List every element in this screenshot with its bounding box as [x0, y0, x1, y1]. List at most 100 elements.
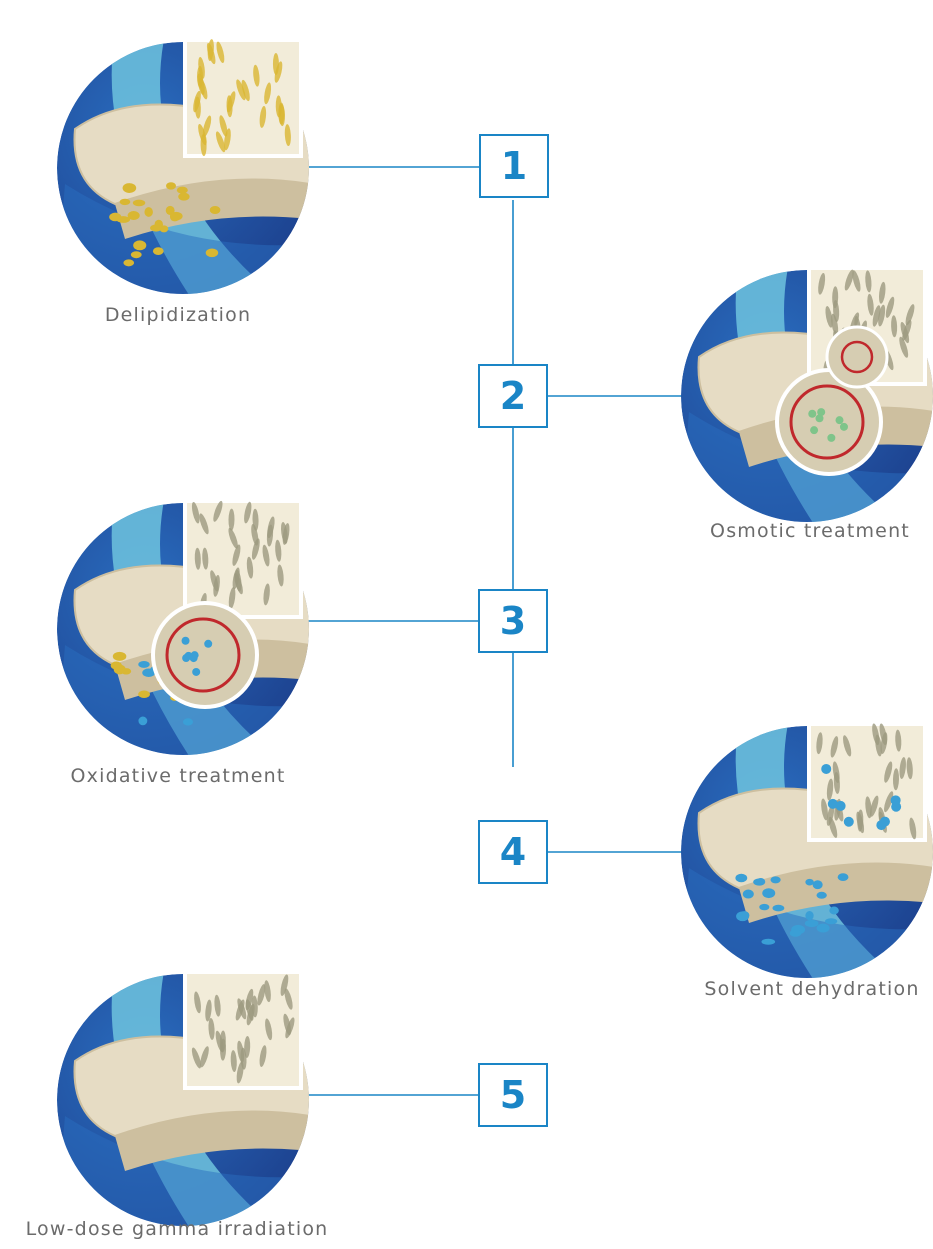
step-label-3: Oxidative treatment — [70, 765, 286, 787]
trabecula — [265, 1018, 273, 1041]
trabecula — [253, 64, 260, 87]
particle — [825, 918, 838, 925]
water-droplet — [827, 798, 838, 809]
trabecula — [284, 988, 293, 1010]
particle — [123, 259, 135, 267]
trabecula — [264, 980, 271, 1003]
trabecula — [275, 539, 282, 562]
particle — [804, 919, 819, 928]
cell-ring — [165, 617, 241, 693]
trabecula — [200, 1046, 209, 1068]
trabecula — [274, 61, 283, 83]
light-sweep — [735, 726, 909, 978]
step-number-3: 3 — [478, 589, 548, 653]
trabecula — [905, 304, 915, 326]
trabecula — [214, 994, 221, 1017]
step-label-2: Osmotic treatment — [710, 520, 910, 542]
trabecula — [226, 91, 236, 113]
trabecula — [821, 798, 828, 821]
particle — [759, 903, 770, 911]
cell-ring — [789, 384, 865, 460]
particle — [152, 247, 164, 255]
microstructure-inset — [183, 499, 303, 619]
trabecula — [899, 336, 909, 358]
microstructure-inset — [183, 970, 303, 1090]
particle — [176, 186, 188, 194]
trabecula — [865, 270, 872, 293]
cell-particle — [808, 409, 817, 418]
trabecula — [245, 988, 254, 1011]
magnifier — [151, 601, 259, 709]
trabecula — [213, 500, 223, 522]
particle — [812, 880, 823, 890]
trabecula — [194, 991, 201, 1014]
small-cell-ring — [840, 340, 874, 374]
trabecula — [833, 771, 840, 794]
trabecula — [237, 998, 247, 1020]
trabecula — [852, 270, 861, 292]
particle — [805, 878, 814, 886]
trabecula — [232, 567, 240, 590]
trabecula — [228, 587, 236, 609]
trabecula — [236, 79, 246, 101]
trabecula — [856, 811, 865, 834]
trabecula — [867, 293, 874, 316]
water-droplet — [821, 763, 832, 774]
particle — [166, 182, 176, 190]
light-sweep — [111, 974, 285, 1226]
cell-particle — [182, 654, 191, 663]
step-number-1: 1 — [479, 134, 549, 198]
solvent-dehydration-illustration — [681, 722, 933, 978]
particle — [138, 716, 148, 726]
particle — [127, 211, 140, 220]
trabecula — [207, 39, 214, 62]
water-droplet — [843, 816, 854, 827]
microstructure-inset — [183, 38, 303, 158]
particle — [789, 929, 802, 937]
trabecula — [202, 115, 212, 137]
particle — [205, 248, 219, 258]
oxidative-treatment-illustration — [57, 499, 309, 755]
trabecula — [280, 974, 289, 996]
trabecula — [191, 501, 200, 524]
step-number-2: 2 — [478, 364, 548, 428]
microstructure-inset — [807, 722, 927, 842]
trabecula — [199, 513, 209, 535]
trabecula — [818, 272, 826, 295]
step-label-1: Delipidization — [104, 304, 252, 326]
particle — [736, 911, 750, 922]
trabecula — [232, 544, 241, 566]
cell-particle — [204, 639, 213, 648]
trabecula — [816, 732, 823, 755]
trabecula — [228, 508, 235, 531]
trabecula — [199, 78, 208, 100]
particle — [761, 938, 776, 945]
trabecula — [216, 41, 225, 64]
step-label-5: Low-dose gamma irradiation — [25, 1218, 329, 1240]
trabecula — [826, 804, 835, 826]
inset-frame — [807, 722, 927, 842]
bone-slab-side — [739, 863, 933, 923]
trabecula — [251, 995, 258, 1018]
trabecula — [830, 736, 839, 758]
particle — [138, 660, 150, 668]
trabecula — [843, 735, 852, 757]
trabecula — [210, 570, 219, 592]
particle — [144, 207, 153, 217]
cell-particle — [810, 426, 819, 435]
trabecula — [215, 1030, 224, 1053]
trabecula — [891, 315, 898, 338]
water-droplet — [835, 800, 846, 811]
cell-particle — [817, 408, 826, 417]
particle — [209, 206, 221, 214]
trabecula — [828, 816, 838, 838]
trabecula — [884, 761, 893, 783]
trabecula — [900, 321, 910, 344]
trabecula — [878, 281, 886, 304]
trabecula — [251, 538, 260, 560]
delipidization-illustration — [57, 38, 309, 294]
trabecula — [194, 96, 201, 119]
particle — [837, 873, 849, 882]
trabecula — [884, 791, 894, 813]
